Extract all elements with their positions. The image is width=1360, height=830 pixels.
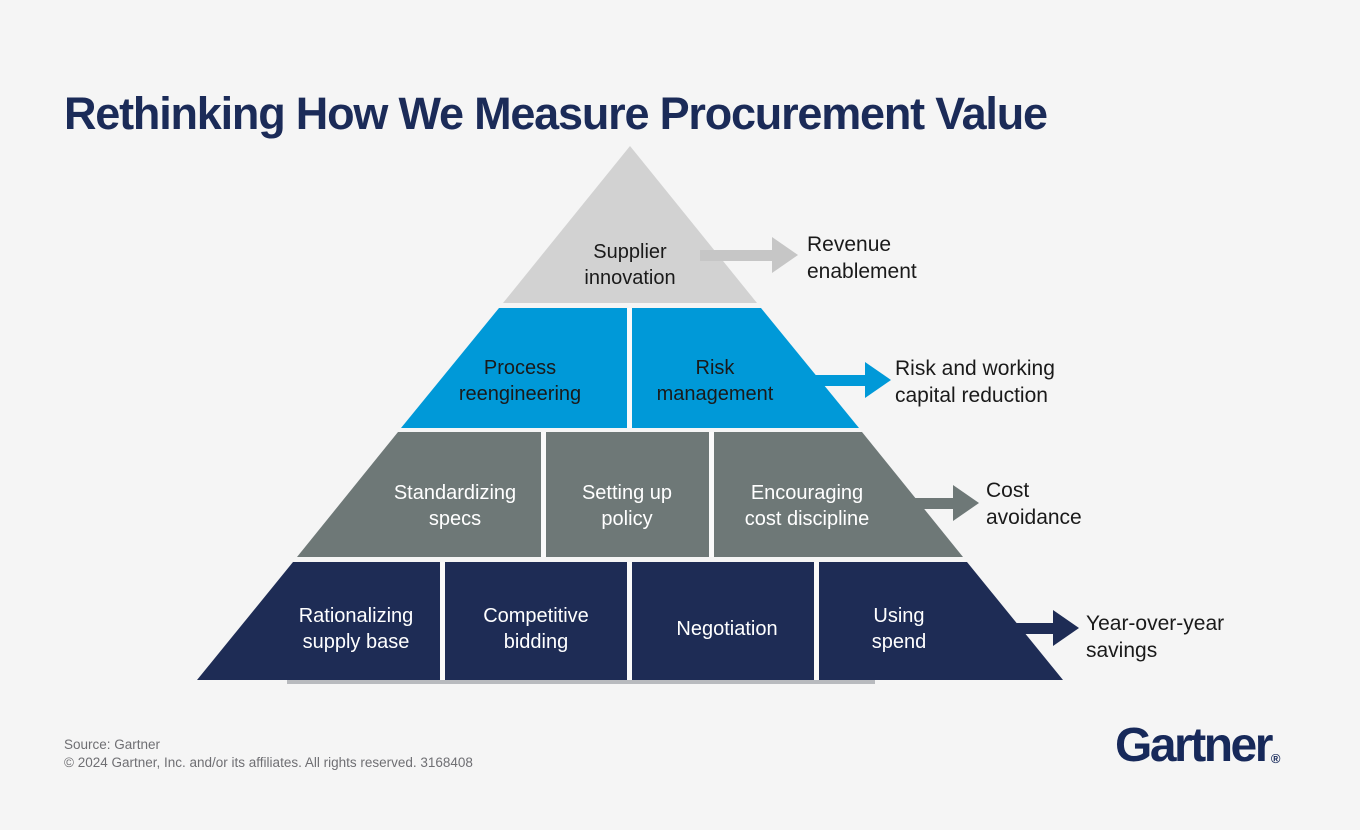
segment-supplier-innovation: Supplier innovation <box>584 241 676 289</box>
gartner-logo: Gartner® <box>1115 718 1280 773</box>
segment-divider <box>709 432 714 557</box>
segment-divider <box>627 562 632 680</box>
pyramid-level-standardizing-policy: Standardizing specs Setting up policy En… <box>297 432 963 557</box>
segment-process-reengineering: Process reengineering <box>458 357 582 405</box>
arrow-shaft <box>797 375 865 386</box>
pyramid-level-sourcing-base: Rationalizing supply base Competitive bi… <box>197 562 1063 680</box>
segment-divider <box>627 308 632 428</box>
arrow-head <box>865 362 891 398</box>
footer: Source: Gartner © 2024 Gartner, Inc. and… <box>64 736 473 771</box>
segment-divider <box>814 562 819 680</box>
segment-standardizing-specs: Standardizing specs <box>393 482 517 530</box>
pyramid-base-shadow <box>287 680 875 684</box>
source-note: Source: Gartner <box>64 737 161 752</box>
segment-using-spend: Using spend <box>871 605 927 653</box>
pyramid-level-supplier-innovation: Supplier innovation <box>503 146 757 303</box>
outcome-revenue-enablement: Revenue enablement <box>807 233 917 283</box>
outcome-risk-working-capital-reduction: Risk and working capital reduction <box>895 357 1055 407</box>
gartner-logo-text: Gartner <box>1115 719 1273 772</box>
outcome-cost-avoidance: Cost avoidance <box>986 479 1082 529</box>
segment-rationalizing-supply-base: Rationalizing supply base <box>298 605 414 653</box>
outcome-year-over-year-savings: Year-over-year savings <box>1086 612 1225 662</box>
segment-divider <box>440 562 445 680</box>
copyright-note: © 2024 Gartner, Inc. and/or its affiliat… <box>64 754 473 770</box>
segment-encouraging-cost-discipline: Encouraging cost discipline <box>744 482 870 530</box>
segment-negotiation: Negotiation <box>676 618 778 640</box>
arrow-shaft <box>1000 623 1053 634</box>
arrow-head <box>772 237 798 273</box>
procurement-value-pyramid: Supplier innovation Process reengineerin… <box>197 146 1063 680</box>
arrow-shaft <box>700 250 772 261</box>
page-title: Rethinking How We Measure Procurement Va… <box>64 88 1048 140</box>
segment-divider <box>541 432 546 557</box>
arrow-head <box>1053 610 1079 646</box>
segment-risk-management: Risk management <box>656 357 774 405</box>
registered-trademark-icon: ® <box>1270 751 1281 766</box>
arrow-shaft <box>898 498 953 509</box>
arrow-head <box>953 485 979 521</box>
segment-setting-up-policy: Setting up policy <box>581 482 673 530</box>
segment-competitive-bidding: Competitive bidding <box>483 605 589 653</box>
